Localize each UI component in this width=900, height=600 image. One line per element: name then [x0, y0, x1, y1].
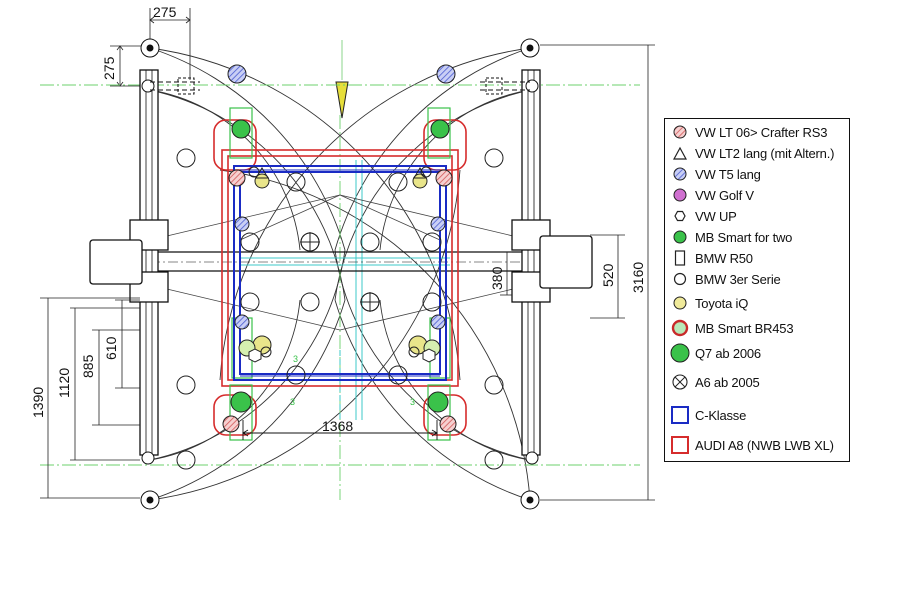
blue-square-icon	[665, 405, 695, 425]
legend-label: VW UP	[695, 208, 737, 224]
open-circle-icon	[665, 269, 695, 289]
yellow-circle-icon	[665, 293, 695, 313]
left-column-pads	[140, 38, 160, 510]
legend-label: A6 ab 2005	[695, 374, 760, 390]
legend-item-c-klasse: C-Klasse	[665, 405, 851, 425]
marker-label-1: 3	[293, 354, 298, 364]
legend-label: MB Smart for two	[695, 229, 793, 245]
dim-top-height-label: 275	[101, 56, 117, 80]
red-square-icon	[665, 435, 695, 455]
green-circle-icon	[665, 227, 695, 247]
legend-item-bmw-r50: BMW R50	[665, 248, 851, 268]
legend-item-audi-a8: AUDI A8 (NWB LWB XL)	[665, 435, 851, 455]
legend-item-bmw-3er: BMW 3er Serie	[665, 269, 851, 289]
red-ring-circle-icon	[665, 318, 695, 338]
legend-item-smart-for-two: MB Smart for two	[665, 227, 851, 247]
large-green-circle-icon	[665, 343, 695, 363]
swing-arcs-left	[149, 47, 461, 501]
dim-520-label: 520	[600, 263, 616, 287]
pad-detail-circles	[248, 166, 432, 358]
dim-610-label: 610	[103, 336, 119, 360]
left-top-arm	[150, 77, 200, 95]
magenta-circle-icon	[665, 185, 695, 205]
legend-label: C-Klasse	[695, 407, 747, 423]
legend-label: BMW R50	[695, 250, 753, 266]
vw-t5-markers	[227, 64, 456, 330]
legend-label: Q7 ab 2006	[695, 345, 761, 361]
hatched-blue-circle-icon	[665, 164, 695, 184]
legend-item-vw-lt: VW LT 06> Crafter RS3	[665, 122, 851, 142]
dim-1368-label: 1368	[322, 418, 353, 434]
dim-1390-label: 1390	[30, 387, 46, 418]
triangle-icon	[665, 143, 695, 163]
legend-item-vw-golf: VW Golf V	[665, 185, 851, 205]
right-column-pads	[520, 38, 540, 510]
legend-item-a6: A6 ab 2005	[665, 372, 851, 392]
legend-label: VW LT 06> Crafter RS3	[695, 124, 828, 140]
green-markers	[230, 119, 450, 413]
legend-item-toyota-iq: Toyota iQ	[665, 293, 851, 313]
crossed-circle-icon	[665, 372, 695, 392]
legend-item-vw-t5: VW T5 lang	[665, 164, 851, 184]
legend-label: VW T5 lang	[695, 166, 761, 182]
dim-1120-label: 1120	[56, 368, 72, 398]
legend-item-smart-br453: MB Smart BR453	[665, 318, 851, 338]
legend-label: VW LT2 lang (mit Altern.)	[695, 145, 835, 161]
dimension-1368	[242, 420, 438, 440]
left-dimension-lines	[40, 297, 140, 499]
rectangle-icon	[665, 248, 695, 268]
dim-top-width-label: 275	[153, 4, 177, 20]
right-column	[511, 69, 593, 456]
dim-380-label: 380	[489, 266, 505, 290]
legend-item-vw-up: VW UP	[665, 206, 851, 226]
legend-item-q7: Q7 ab 2006	[665, 343, 851, 363]
legend-label: AUDI A8 (NWB LWB XL)	[695, 437, 834, 453]
left-column	[89, 69, 169, 456]
dim-885-label: 885	[80, 354, 96, 378]
legend-item-vw-lt2: VW LT2 lang (mit Altern.)	[665, 143, 851, 163]
vw-lt-markers	[222, 169, 457, 433]
legend-label: BMW 3er Serie	[695, 271, 781, 287]
marker-label-3: 3	[410, 397, 415, 407]
right-dimension-lines	[500, 44, 655, 501]
cyan-centerlines	[240, 160, 450, 420]
legend-label: MB Smart BR453	[695, 320, 794, 336]
vw-up-markers	[248, 348, 436, 363]
right-top-arm	[480, 77, 530, 95]
legend: VW LT 06> Crafter RS3 VW LT2 lang (mit A…	[664, 118, 850, 462]
legend-label: VW Golf V	[695, 187, 754, 203]
swing-arcs-right	[219, 47, 531, 501]
legend-label: Toyota iQ	[695, 295, 749, 311]
a6-crosshair-circles	[300, 232, 380, 312]
hexagon-icon	[665, 206, 695, 226]
direction-arrow	[335, 40, 349, 119]
marker-label-2: 3	[290, 397, 295, 407]
dim-3160-label: 3160	[630, 262, 646, 293]
hatched-red-circle-icon	[665, 122, 695, 142]
dimension-top-width	[149, 8, 191, 80]
